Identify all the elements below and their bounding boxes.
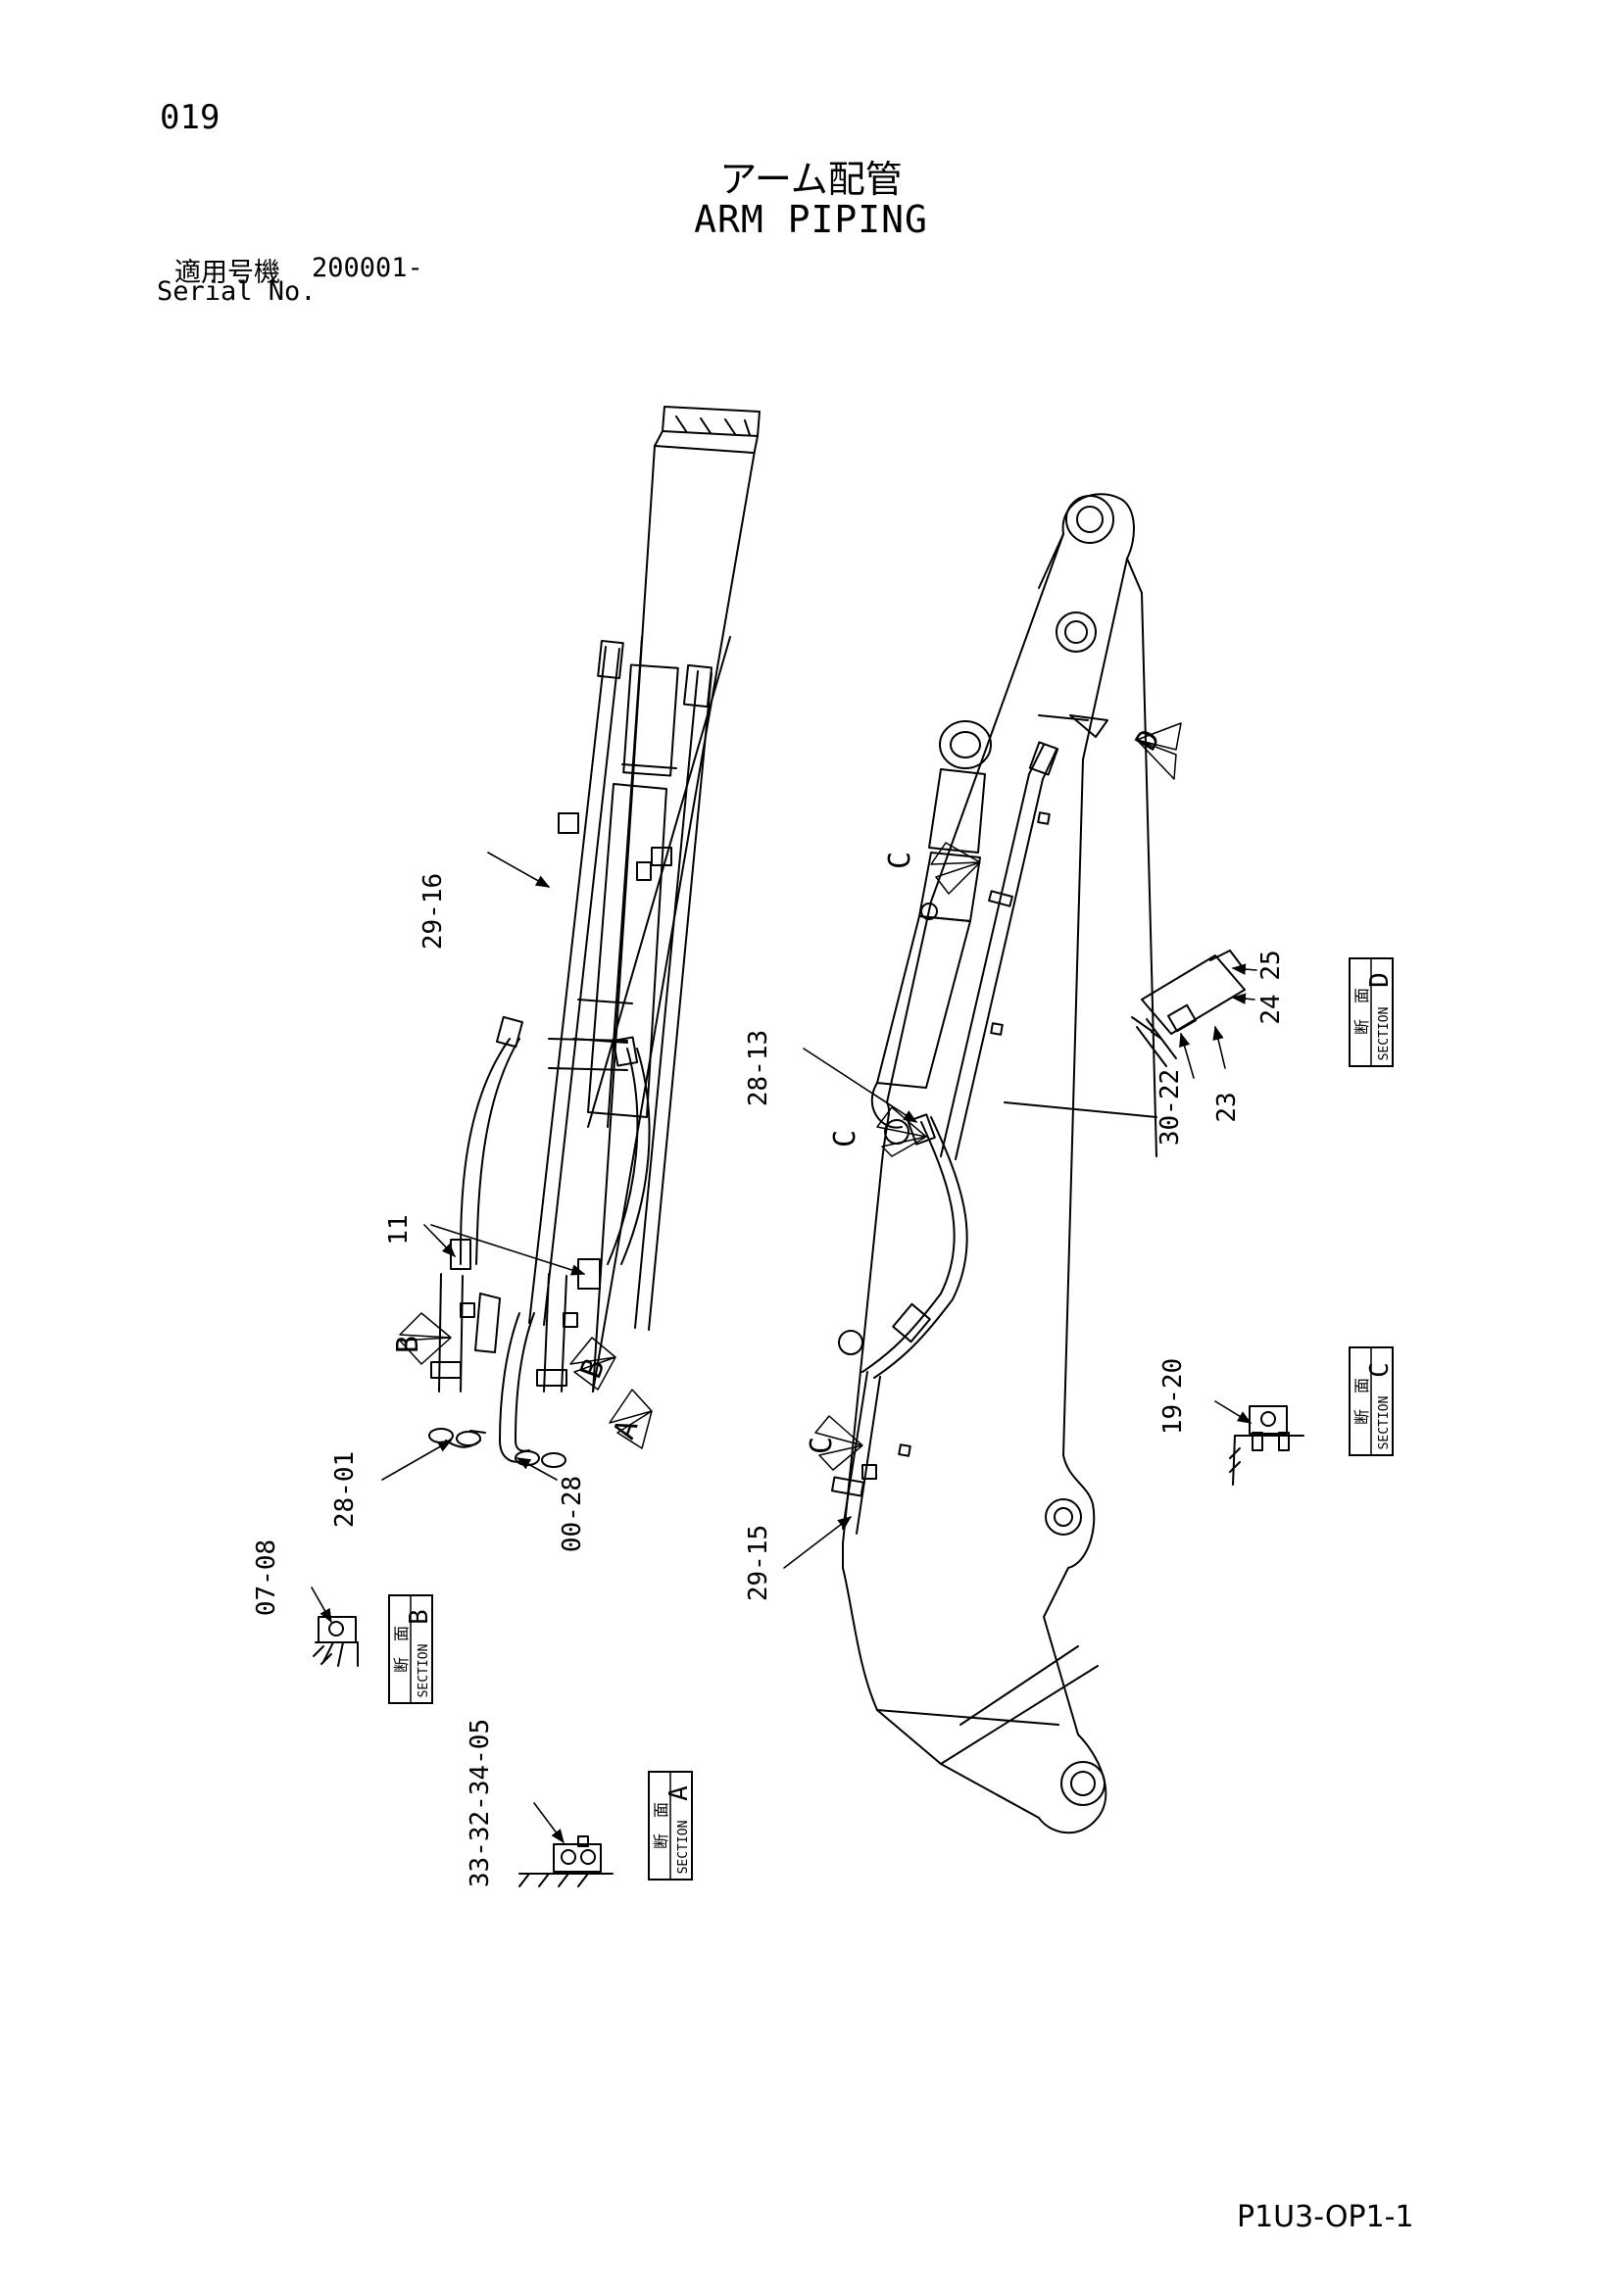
view-marker-a: A bbox=[608, 1415, 646, 1443]
callout-07-08: 07-08 bbox=[252, 1539, 281, 1616]
callout-29-15: 29-15 bbox=[744, 1525, 773, 1601]
arm-side-view bbox=[814, 493, 1182, 1834]
callout-33-32-34-05: 33-32-34-05 bbox=[466, 1719, 495, 1887]
serial-label-english: Serial No. bbox=[157, 276, 317, 307]
callout-24: 24 bbox=[1256, 994, 1286, 1024]
svg-text:SECTION: SECTION bbox=[417, 1644, 431, 1698]
arm-top-view bbox=[399, 406, 761, 1468]
view-marker-b-left: B bbox=[391, 1336, 425, 1353]
callout-19-20: 19-20 bbox=[1158, 1358, 1188, 1435]
section-detail-b bbox=[313, 1616, 359, 1667]
view-marker-c-bottom: C bbox=[805, 1437, 839, 1454]
section-box-d: 断 面 SECTION D bbox=[1349, 957, 1395, 1067]
section-box-c: 断 面 SECTION C bbox=[1349, 1346, 1395, 1456]
svg-text:断 面: 断 面 bbox=[392, 1626, 411, 1673]
serial-number-value: 200001- bbox=[312, 253, 423, 283]
callout-29-16: 29-16 bbox=[418, 873, 448, 950]
svg-text:SECTION: SECTION bbox=[676, 1821, 691, 1875]
section-box-b: 断 面 SECTION B bbox=[388, 1594, 434, 1704]
section-box-a: 断 面 SECTION A bbox=[648, 1771, 694, 1881]
document-code: P1U3-OP1-1 bbox=[1237, 2200, 1414, 2234]
svg-text:C: C bbox=[1365, 1362, 1395, 1378]
page-number: 019 bbox=[160, 98, 221, 137]
callout-00-28: 00-28 bbox=[558, 1476, 587, 1552]
svg-text:SECTION: SECTION bbox=[1377, 1007, 1392, 1061]
callout-23: 23 bbox=[1212, 1092, 1242, 1122]
page-title-japanese: アーム配管 bbox=[719, 158, 903, 201]
callout-28-01: 28-01 bbox=[330, 1451, 360, 1528]
svg-text:断 面: 断 面 bbox=[1352, 988, 1371, 1035]
callout-leaders bbox=[311, 852, 1257, 1844]
svg-text:B: B bbox=[405, 1609, 434, 1625]
callout-28-13: 28-13 bbox=[744, 1030, 773, 1106]
section-detail-d bbox=[1131, 950, 1246, 1067]
svg-text:D: D bbox=[1365, 972, 1395, 988]
svg-text:A: A bbox=[664, 1785, 694, 1801]
svg-text:SECTION: SECTION bbox=[1377, 1396, 1392, 1450]
section-detail-c bbox=[1229, 1405, 1304, 1486]
serial-label-japanese: 適用号機 bbox=[174, 258, 280, 288]
callout-11: 11 bbox=[384, 1214, 414, 1245]
section-detail-a bbox=[518, 1835, 614, 1887]
svg-text:断 面: 断 面 bbox=[1352, 1378, 1371, 1425]
svg-text:断 面: 断 面 bbox=[652, 1802, 670, 1849]
view-marker-c-mid: C bbox=[828, 1130, 862, 1148]
view-marker-c-top: C bbox=[883, 852, 917, 869]
callout-25: 25 bbox=[1256, 950, 1286, 980]
callout-30-22: 30-22 bbox=[1155, 1069, 1185, 1146]
page-title-english: ARM PIPING bbox=[694, 198, 928, 241]
